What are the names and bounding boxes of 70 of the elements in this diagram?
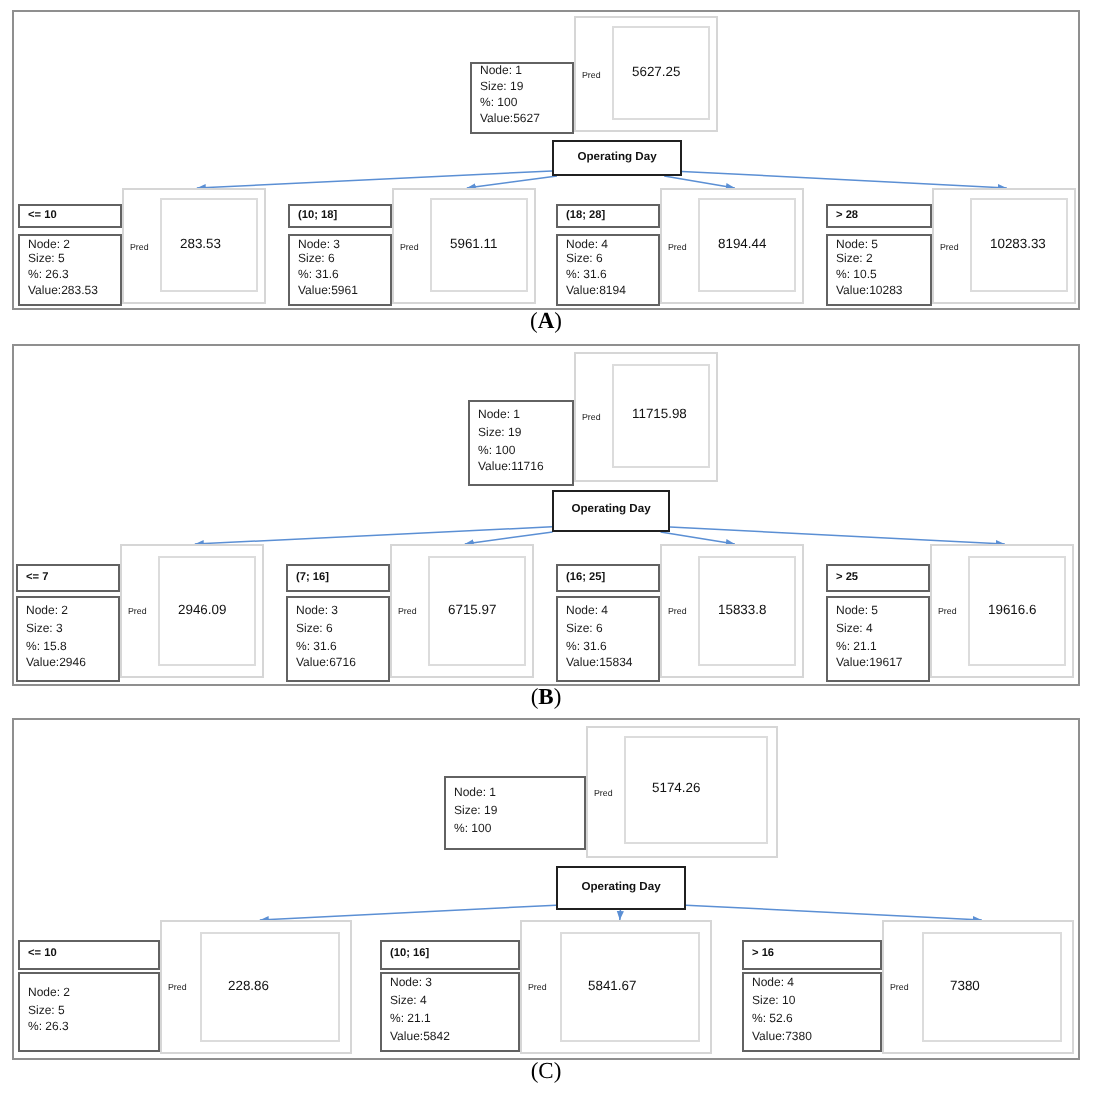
- value-box: [158, 556, 256, 666]
- range-header-box: [826, 204, 932, 228]
- node-info-box: [742, 972, 882, 1052]
- value-box: [922, 932, 1062, 1042]
- arrow: [259, 904, 557, 924]
- value-box: [160, 198, 258, 292]
- value-box: [968, 556, 1066, 666]
- panel-caption: (C): [530, 1060, 562, 1086]
- panel-caption: (B): [530, 686, 562, 712]
- node-info-box: [556, 234, 660, 306]
- value-box: [430, 198, 528, 292]
- arrow: [659, 531, 736, 547]
- split-node-box: [552, 140, 682, 176]
- node-info-box: [826, 234, 932, 306]
- prediction-card: [122, 188, 266, 304]
- range-header-box: [380, 940, 520, 970]
- prediction-card: [882, 920, 1074, 1054]
- split-node-box: [552, 490, 670, 532]
- node-info-box: [286, 596, 390, 682]
- range-header-box: [826, 564, 930, 592]
- arrow: [681, 170, 1008, 192]
- value-box: [698, 556, 796, 666]
- value-box: [560, 932, 700, 1042]
- range-header-box: [556, 204, 660, 228]
- prediction-card: [120, 544, 264, 678]
- range-header-box: [18, 940, 160, 970]
- range-header-box: [16, 564, 120, 592]
- value-box: [612, 26, 710, 120]
- node-info-box: [444, 776, 586, 850]
- arrow: [669, 526, 1006, 548]
- prediction-card: [930, 544, 1074, 678]
- node-info-box: [468, 400, 574, 486]
- range-header-box: [742, 940, 882, 970]
- node-info-box: [18, 234, 122, 306]
- node-info-box: [288, 234, 392, 306]
- node-info-box: [380, 972, 520, 1052]
- arrow: [663, 175, 736, 191]
- value-box: [970, 198, 1068, 292]
- prediction-card: [574, 352, 718, 482]
- node-info-box: [826, 596, 930, 682]
- prediction-card: [660, 544, 804, 678]
- range-header-box: [288, 204, 392, 228]
- arrow: [464, 531, 554, 547]
- value-box: [428, 556, 526, 666]
- node-info-box: [470, 62, 574, 134]
- range-header-box: [556, 564, 660, 592]
- value-box: [624, 736, 768, 844]
- prediction-card: [160, 920, 352, 1054]
- arrow: [616, 909, 624, 921]
- arrow: [196, 170, 553, 192]
- node-info-box: [16, 596, 120, 682]
- panel-caption: (A): [530, 310, 562, 336]
- prediction-card: [392, 188, 536, 304]
- prediction-card: [390, 544, 534, 678]
- range-header-box: [18, 204, 122, 228]
- prediction-card: [520, 920, 712, 1054]
- prediction-card: [932, 188, 1076, 304]
- range-header-box: [286, 564, 390, 592]
- arrow: [466, 175, 558, 191]
- value-box: [698, 198, 796, 292]
- node-info-box: [18, 972, 160, 1052]
- prediction-card: [574, 16, 718, 132]
- value-box: [612, 364, 710, 468]
- prediction-card: [586, 726, 778, 858]
- node-info-box: [556, 596, 660, 682]
- split-node-box: [556, 866, 686, 910]
- value-box: [200, 932, 340, 1042]
- arrow: [685, 904, 983, 924]
- arrow: [194, 526, 553, 548]
- prediction-card: [660, 188, 804, 304]
